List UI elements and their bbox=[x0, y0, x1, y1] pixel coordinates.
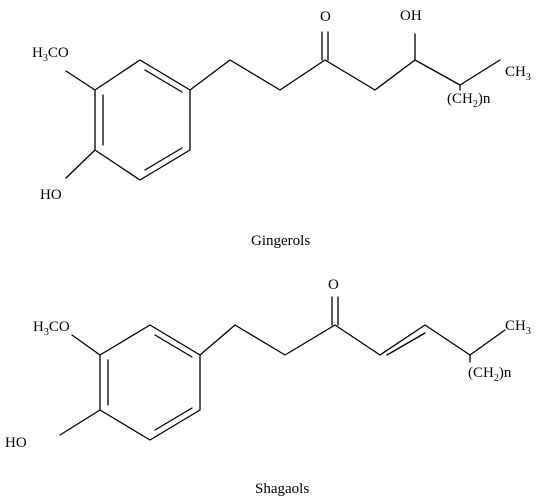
gingerol-chain-label: (CH2)n bbox=[447, 91, 491, 110]
gingerol-carbonyl-oxygen-label: O bbox=[320, 9, 331, 25]
shagaol-structure: H3CO HO O CH3 (CH2)n Shagaols bbox=[5, 277, 531, 497]
gingerol-substituent-bonds bbox=[65, 70, 96, 179]
shagaol-hydroxy-label: HO bbox=[5, 435, 27, 451]
shagaol-terminal-methyl-label: CH3 bbox=[505, 318, 531, 337]
shagaol-alkene-double-bond bbox=[386, 332, 426, 356]
gingerol-caption: Gingerols bbox=[251, 233, 310, 249]
shagaol-caption: Shagaols bbox=[255, 481, 309, 497]
gingerol-side-chain bbox=[189, 31, 501, 91]
gingerol-methoxy-label: H3CO bbox=[32, 45, 69, 64]
shagaol-methoxy-label: H3CO bbox=[33, 319, 70, 338]
gingerol-hydroxyl-label: OH bbox=[400, 8, 422, 24]
gingerol-hydroxy-label: HO bbox=[40, 187, 62, 203]
shagaol-chain-label: (CH2)n bbox=[468, 365, 512, 384]
shagaol-side-chain bbox=[199, 296, 506, 363]
gingerol-structure: H3CO HO O OH CH3 (CH2)n Gingerols bbox=[32, 8, 531, 249]
gingerol-terminal-methyl-label: CH3 bbox=[505, 64, 531, 83]
shagaol-benzene-ring bbox=[99, 324, 201, 441]
shagaol-carbonyl-oxygen-label: O bbox=[328, 277, 339, 293]
gingerol-benzene-ring bbox=[94, 59, 191, 181]
shagaol-substituent-bonds bbox=[59, 334, 101, 436]
